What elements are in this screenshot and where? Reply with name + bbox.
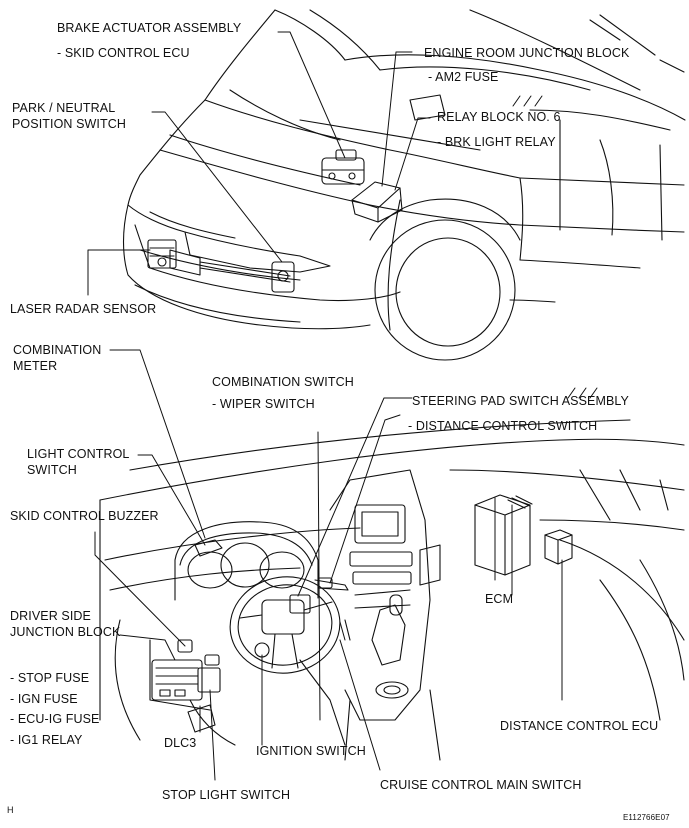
label-steering-pad-switch-assembly: STEERING PAD SWITCH ASSEMBLY [412, 394, 629, 408]
wiper-switch-part [314, 579, 351, 641]
label-ign-fuse: - IGN FUSE [10, 692, 78, 706]
label-laser-radar-sensor: LASER RADAR SENSOR [10, 302, 157, 316]
label-light-control-1: LIGHT CONTROL [27, 447, 130, 461]
label-skid-control-buzzer: SKID CONTROL BUZZER [10, 509, 159, 523]
label-dlc3: DLC3 [164, 736, 197, 750]
relay-block-part [351, 181, 403, 223]
driver-junction-block-part [151, 659, 203, 701]
label-brake-actuator: BRAKE ACTUATOR ASSEMBLY [57, 21, 242, 35]
label-wiper-switch: - WIPER SWITCH [212, 397, 315, 411]
label-driver-side-2: JUNCTION BLOCK [10, 625, 121, 639]
combination-meter-part [174, 521, 319, 601]
label-distance-control-switch: - DISTANCE CONTROL SWITCH [408, 419, 598, 433]
label-ecm: ECM [485, 592, 514, 606]
distance-control-ecu-part [544, 529, 573, 565]
label-brk-light-relay: - BRK LIGHT RELAY [437, 135, 556, 149]
label-park-neutral-1: PARK / NEUTRAL [12, 101, 116, 115]
label-stop-light-switch: STOP LIGHT SWITCH [162, 788, 291, 802]
label-am2-fuse: - AM2 FUSE [428, 70, 499, 84]
vehicle-body-outline [123, 9, 686, 361]
figure-code: E112766E07 [623, 813, 670, 822]
stop-light-switch-part [204, 654, 220, 666]
ecm-part [474, 494, 533, 576]
pedal-part [187, 704, 216, 733]
label-distance-control-ecu: DISTANCE CONTROL ECU [500, 719, 659, 733]
label-skid-control-ecu: - SKID CONTROL ECU [57, 46, 190, 60]
label-park-neutral-2: POSITION SWITCH [12, 117, 126, 131]
label-driver-side-1: DRIVER SIDE [10, 609, 91, 623]
label-combination-meter-1: COMBINATION [13, 343, 102, 357]
leader-lines-top [87, 31, 598, 399]
center-console [329, 469, 441, 761]
label-stop-fuse: - STOP FUSE [10, 671, 90, 685]
steering-wheel-part [229, 576, 346, 746]
brake-actuator-part [321, 149, 365, 185]
dashboard-outline [99, 419, 685, 746]
leader-lines-bottom [94, 349, 563, 781]
label-ignition-switch: IGNITION SWITCH [256, 744, 366, 758]
laser-radar-sensor-part [147, 239, 177, 269]
label-relay-block-no-6: RELAY BLOCK NO. 6 [437, 110, 561, 124]
label-combination-meter-2: METER [13, 359, 58, 373]
skid-control-buzzer-part [177, 639, 193, 653]
label-combination-switch: COMBINATION SWITCH [212, 375, 354, 389]
park-neutral-switch-part [271, 261, 295, 293]
corner-mark: H [7, 805, 14, 815]
label-light-control-2: SWITCH [27, 463, 77, 477]
label-cruise-control-main-switch: CRUISE CONTROL MAIN SWITCH [380, 778, 582, 792]
dlc3-part [197, 667, 221, 693]
label-engine-room-junction-block: ENGINE ROOM JUNCTION BLOCK [424, 46, 630, 60]
label-ecu-ig-fuse: - ECU-IG FUSE [10, 712, 100, 726]
label-ig1-relay: - IG1 RELAY [10, 733, 83, 747]
